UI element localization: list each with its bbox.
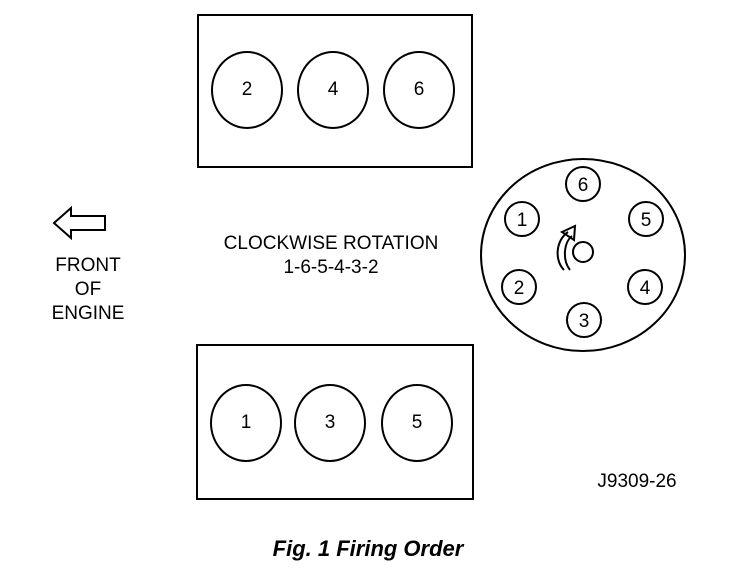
rotation-label: CLOCKWISE ROTATION 1-6-5-4-3-2 [200,232,462,280]
front-of-engine-label: FRONT OF ENGINE [30,254,146,326]
front-label-line3: ENGINE [51,303,125,324]
terminal-number: 4 [640,278,651,299]
distributor-terminal-3: 3 [566,302,602,338]
cylinder-1: 1 [210,384,282,462]
cylinder-5: 5 [381,384,453,462]
cylinder-number: 4 [327,79,339,100]
front-arrow-icon [52,206,106,240]
distributor-terminal-2: 2 [501,269,537,305]
front-label-line1: FRONT [55,255,121,276]
distributor-terminal-1: 1 [504,201,540,237]
cylinder-3: 3 [294,384,366,462]
cylinder-number: 6 [413,79,425,100]
cylinder-6: 6 [383,51,455,129]
figure-code: J9309-26 [597,471,677,492]
distributor-terminal-6: 6 [565,166,601,202]
cylinder-bank-rear: 2 4 6 [197,14,473,168]
terminal-number: 5 [641,210,652,231]
figure-caption: Fig. 1 Firing Order [272,536,464,561]
distributor-cap: 6 5 4 3 2 1 [480,158,686,352]
firing-order: 1-6-5-4-3-2 [283,257,379,278]
cylinder-number: 3 [324,412,336,433]
cylinder-bank-front: 1 3 5 [196,344,474,500]
distributor-terminal-5: 5 [628,201,664,237]
cylinder-number: 2 [241,79,253,100]
distributor-center-post [572,241,594,263]
distributor-terminal-4: 4 [627,269,663,305]
rotation-title: CLOCKWISE ROTATION [223,233,439,254]
cylinder-2: 2 [211,51,283,129]
terminal-number: 2 [514,278,525,299]
cylinder-number: 1 [240,412,252,433]
clockwise-rotation-arrow-icon [556,224,577,271]
front-label-line2: OF [74,279,102,300]
cylinder-number: 5 [411,412,423,433]
terminal-number: 1 [517,210,528,231]
terminal-number: 6 [578,175,589,196]
cylinder-4: 4 [297,51,369,129]
terminal-number: 3 [579,311,590,332]
